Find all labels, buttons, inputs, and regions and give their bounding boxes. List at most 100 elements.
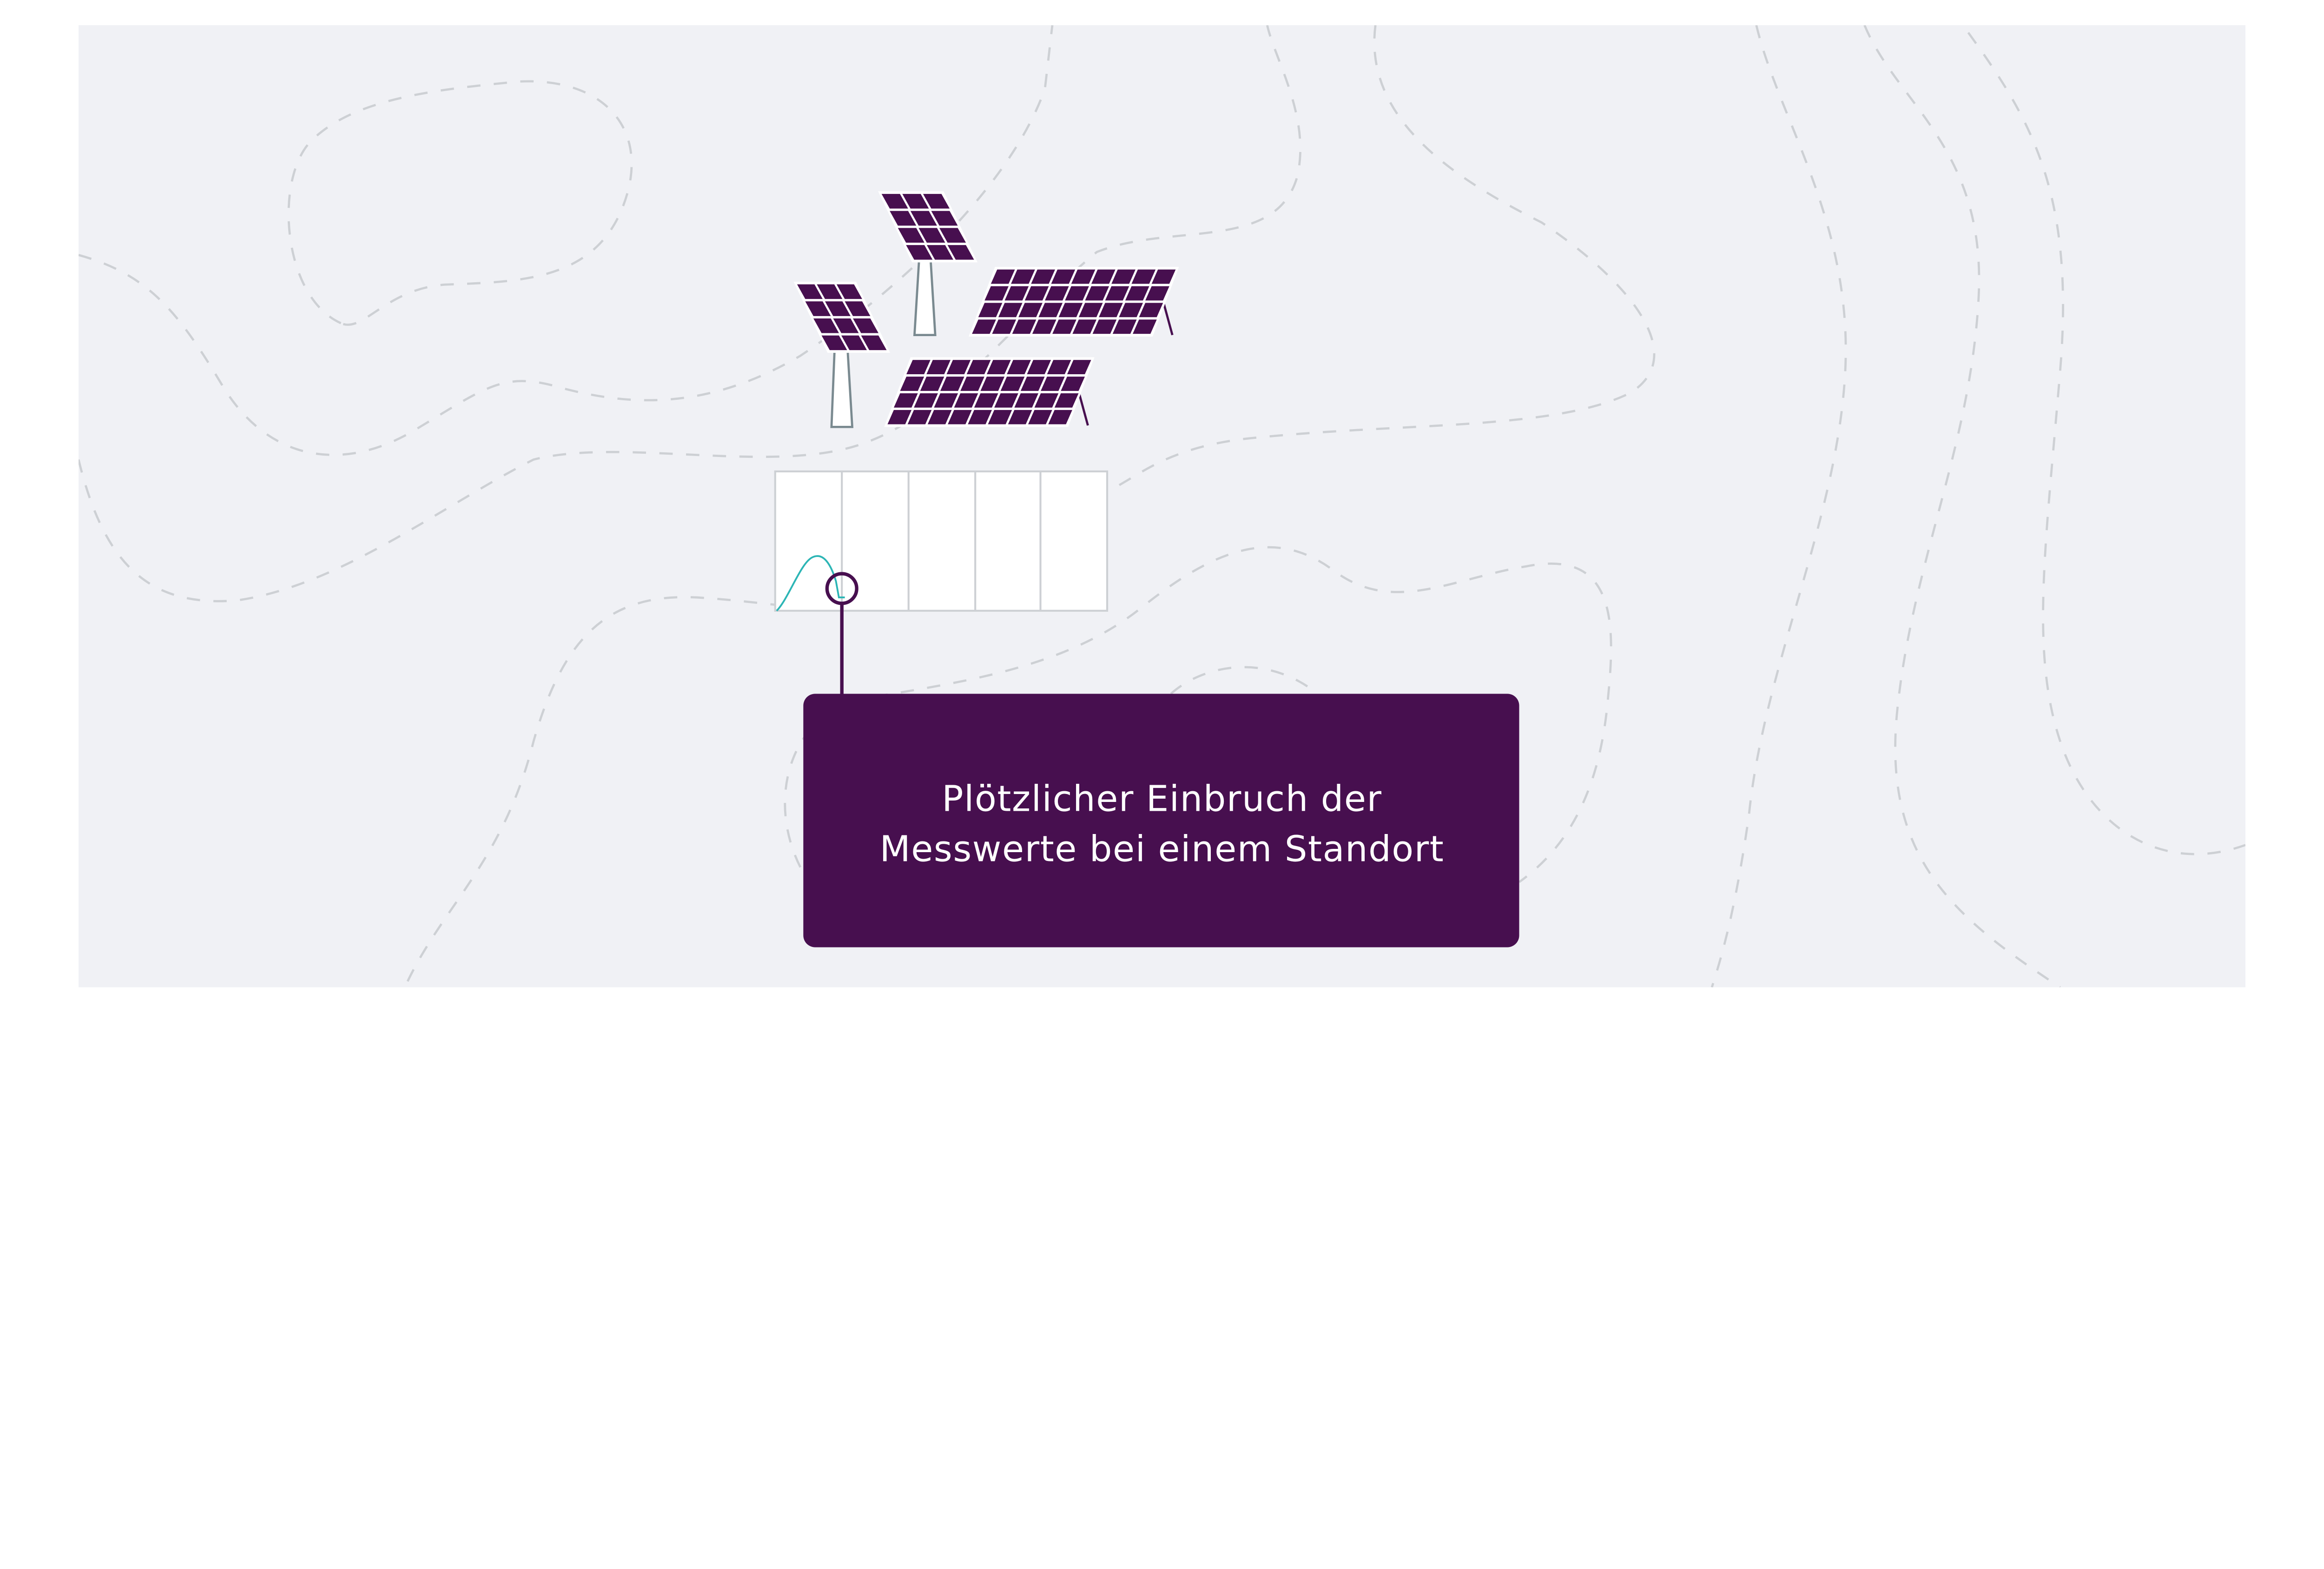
panel-cell <box>817 284 843 299</box>
panel-cell <box>1038 303 1063 318</box>
panel-cell <box>825 301 851 316</box>
callout-line-2: Messwerte bei einem Standort <box>880 829 1445 870</box>
array-leg <box>1162 302 1174 336</box>
tracker-pole <box>913 262 937 337</box>
panel-cell <box>968 410 992 424</box>
panel-cell <box>1058 303 1083 318</box>
panel-cell <box>1024 286 1049 301</box>
panel-cell <box>990 269 1015 284</box>
panel-cell <box>890 211 917 226</box>
panel-cell <box>939 228 966 243</box>
panel-cell <box>1008 410 1032 424</box>
panel-cell <box>931 211 958 226</box>
panel-cell <box>1131 269 1156 284</box>
signal-line <box>776 555 845 612</box>
panel-cell <box>980 377 1005 391</box>
panel-frame <box>969 266 1179 337</box>
panel-cell <box>966 360 991 375</box>
panel-cell <box>1027 360 1051 375</box>
solar-anomaly-illustration: Plötzlicher Einbruch der Messwerte bei e… <box>79 25 2245 987</box>
panel-cell <box>1034 393 1059 408</box>
panel-cell <box>1099 303 1123 318</box>
panel-cell <box>893 393 918 408</box>
panel-cell <box>813 318 839 333</box>
panel-cell <box>1011 269 1035 284</box>
callout-box: Plötzlicher Einbruch der Messwerte bei e… <box>803 694 1519 947</box>
panel-cell <box>998 303 1023 318</box>
panel-cell <box>1112 319 1137 334</box>
tracker-pole <box>830 352 854 428</box>
panel-cell <box>853 318 878 333</box>
panel-cell <box>1031 269 1055 284</box>
panel-cell <box>914 393 938 408</box>
panel-cell <box>926 360 951 375</box>
panel-cell <box>1085 286 1109 301</box>
panel-cell <box>1111 269 1136 284</box>
panel-cell <box>861 335 887 351</box>
panel-cell <box>881 194 908 209</box>
solar-tracker-icon <box>878 191 978 263</box>
panel-cell <box>1012 319 1037 334</box>
contour-lines <box>79 25 2245 987</box>
panel-cell <box>1041 377 1065 391</box>
panel-cell <box>906 360 931 375</box>
panel-cell <box>1151 269 1176 284</box>
panel-cell <box>987 360 1011 375</box>
panel-cell <box>805 301 831 316</box>
panel-cell <box>821 335 847 351</box>
panel-cell <box>984 286 1009 301</box>
panel-cell <box>1105 286 1129 301</box>
panel-cell <box>1048 410 1072 424</box>
panel-cell <box>923 194 950 209</box>
panel-cell <box>947 245 974 260</box>
panel-cell <box>918 228 945 243</box>
panel-cell <box>1092 319 1117 334</box>
solar-array-icon <box>969 266 1179 337</box>
panel-cell <box>906 245 933 260</box>
panel-cell <box>1065 286 1089 301</box>
panel-cell <box>1067 360 1091 375</box>
panel-cell <box>1133 319 1157 334</box>
panel-cell <box>1000 377 1025 391</box>
panel-cell <box>887 410 912 424</box>
panel-cell <box>1071 269 1096 284</box>
panel-cell <box>1044 286 1069 301</box>
panel-cell <box>910 211 937 226</box>
panel-cell <box>1145 286 1169 301</box>
panel-cell <box>948 410 972 424</box>
panel-cell <box>900 377 924 391</box>
panel-cell <box>934 393 958 408</box>
panel-cell <box>940 377 964 391</box>
panel-cell <box>920 377 944 391</box>
panel-cell <box>833 318 859 333</box>
panel-cell <box>988 410 1012 424</box>
panel-cell <box>1004 286 1029 301</box>
panel-cell <box>974 393 998 408</box>
panel-cell <box>1052 319 1076 334</box>
panel-cell <box>972 319 996 334</box>
panel-cell <box>978 303 1003 318</box>
panel-cell <box>907 410 932 424</box>
panel-cell <box>845 301 871 316</box>
panel-cell <box>954 393 978 408</box>
panel-cell <box>1072 319 1097 334</box>
panel-cell <box>1061 377 1085 391</box>
panel-cell <box>1051 269 1076 284</box>
panel-cell <box>1032 319 1056 334</box>
panel-cell <box>1007 360 1031 375</box>
panel-cell <box>1119 303 1143 318</box>
panel-cell <box>1125 286 1149 301</box>
panel-cell <box>836 284 862 299</box>
panel-cell <box>1078 303 1103 318</box>
panel-frame <box>878 191 978 263</box>
panel-cell <box>1028 410 1052 424</box>
solar-tracker-icon <box>793 281 891 353</box>
panel-cell <box>994 393 1018 408</box>
panel-cell <box>1014 393 1039 408</box>
panel-frame <box>793 281 891 353</box>
panel-cell <box>1020 377 1045 391</box>
panel-cell <box>926 245 954 260</box>
panel-cell <box>992 319 1017 334</box>
callout-line-1: Plötzlicher Einbruch der <box>942 778 1382 820</box>
array-leg <box>1078 392 1089 426</box>
